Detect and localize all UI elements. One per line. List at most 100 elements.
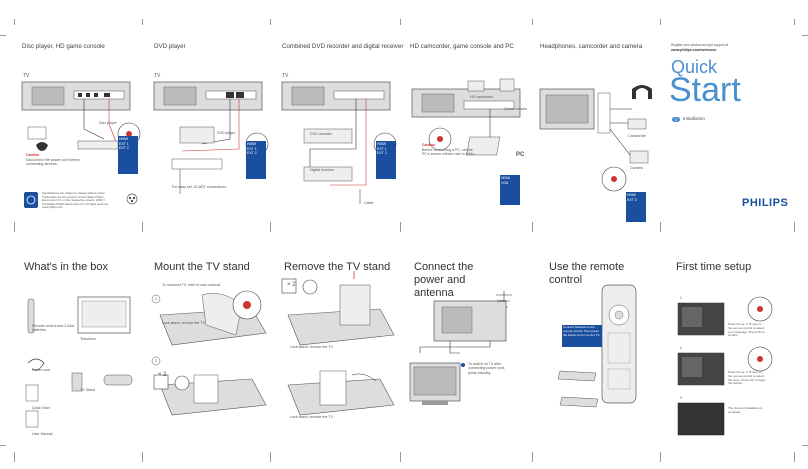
tv-label: TV: [154, 73, 161, 79]
quick-start-cover: Register your product and get support at…: [660, 35, 796, 225]
start-heading: Start: [669, 71, 741, 109]
caution-title: Caution: [26, 153, 40, 157]
power-antenna-illustration: [409, 291, 512, 405]
panel-title: Combined DVD recorder and digital receiv…: [282, 43, 404, 50]
remove-step-illustration: [281, 271, 395, 416]
crop-mark: [142, 222, 143, 232]
setup-screens: [677, 296, 773, 436]
panel-connect-power: Connect the power and antenna Cable To s…: [400, 255, 532, 445]
panel-remote: Use the remote control Connect batteries…: [532, 255, 660, 445]
register-url: www.philips.com/welcome: [671, 48, 717, 52]
mount-step-illustration: [151, 290, 267, 416]
power-cord-label: Power cord: [32, 368, 51, 372]
power-note: To switch on TV after connecting power c…: [468, 362, 506, 375]
caution-title: Caution: [422, 143, 436, 147]
tv-back-illustration: [281, 81, 397, 204]
crop-mark: [660, 222, 661, 232]
tv-back-illustration: [411, 78, 521, 156]
tv-label: TV: [23, 73, 30, 79]
philips-logo-icon: [24, 192, 38, 208]
quick-start-label: Quick Start: [32, 406, 50, 410]
mount-note: To unmount TV, refer to user manual.: [162, 283, 222, 287]
game-console-label: Game console: [504, 107, 528, 111]
crop-mark: [794, 222, 795, 232]
panel-title: DVD player: [154, 43, 186, 50]
crop-mark: [400, 222, 401, 232]
tv-label: TV: [282, 73, 289, 79]
setup-step-3: 3: [680, 396, 682, 400]
disc-player-label: Disc player: [99, 121, 117, 125]
crop-mark: [802, 445, 808, 446]
dvd-player-label: DVD player: [217, 131, 236, 135]
crop-mark: [14, 19, 15, 25]
connection-badge: HDMI EXT 1 EXT 2: [118, 136, 138, 174]
crop-mark: [142, 452, 143, 462]
pc-label: PC: [516, 152, 525, 158]
setup-step-2: 2: [680, 346, 682, 350]
step-2: 2: [155, 359, 157, 363]
connection-badge: HDMI EXT 1 EXT 2: [376, 141, 396, 179]
panel-mount-stand: Mount the TV stand To unmount TV, refer …: [142, 255, 270, 445]
panel-first-setup: First time setup 1 Press the ▲ or ▼ key …: [660, 255, 796, 445]
crop-mark: [142, 19, 143, 25]
connection-badge: HDMI EXT 3: [626, 192, 646, 222]
user-manual-label: User Manual: [32, 432, 53, 436]
legal-text: Specifications are subject to change wit…: [42, 191, 109, 209]
crop-mark: [532, 452, 533, 462]
crop-mark: [532, 19, 533, 25]
panel-title: Mount the TV stand: [154, 261, 250, 273]
panel-title: Remove the TV stand: [284, 261, 391, 273]
remove-note-2: Lock stand; remove the TV.: [290, 415, 334, 419]
remove-note: Lock stand; remove the TV.: [290, 345, 334, 349]
setup-text-1: Press the ▲ or ▼ key on the remote contr…: [728, 322, 765, 338]
crop-mark: [660, 452, 661, 462]
cable-label: Cable: [497, 299, 507, 303]
times-two: × 2: [158, 372, 167, 378]
connection-badge: HDMI EXT 1 EXT 2: [246, 141, 266, 179]
tv-side-illustration: [539, 85, 652, 192]
panel-title: Headphones, camcorder and camera: [540, 43, 643, 50]
crop-mark: [270, 222, 271, 232]
panel-remove-stand: Remove the TV stand × 2 Lock stand; remo…: [270, 255, 400, 445]
crop-mark: [270, 452, 271, 462]
camera-label: Camera: [630, 166, 643, 170]
panel-disc-player: Disc player, HD game console TV Disc pla…: [14, 35, 142, 225]
panel-dvd-player: DVD player TV DVD player HDMI EXT 1 EXT …: [142, 35, 270, 225]
panel-headphones: Headphones, camcorder and camera Camcord…: [532, 35, 660, 225]
tv-back-illustration: [153, 81, 269, 194]
panel-title: Use the remote control: [549, 261, 625, 286]
hd-camcorder-label: HD camcorder: [470, 95, 494, 99]
crop-mark: [794, 19, 795, 25]
tv-label: Television: [80, 337, 96, 341]
setup-text-2: Press the ▲ or ▼ key on the remote contr…: [728, 370, 766, 386]
crop-mark: [270, 19, 271, 25]
step-number-badge: 1: [672, 117, 680, 122]
remote-info-box: Connect batteries to the remote control.…: [562, 325, 602, 347]
panel-title: Disc player, HD game console: [22, 43, 105, 50]
crop-mark: [14, 452, 15, 462]
crop-mark: [0, 445, 6, 446]
crop-mark: [660, 19, 661, 25]
remote-illustration: [557, 284, 637, 408]
scart-note: For easy set, SCART connections.: [172, 185, 227, 189]
philips-brand: PHILIPS: [742, 197, 789, 209]
installation-label: Installation: [683, 116, 705, 121]
connection-badge: HDMI VGA: [500, 175, 520, 205]
caution-text: Before connecting a PC, set the PC's scr…: [422, 148, 476, 157]
panel-hd-camcorder: HD camcorder, game console and PC HD cam…: [400, 35, 532, 225]
crop-mark: [400, 19, 401, 25]
tv-stand-label: TV Stand: [80, 388, 95, 392]
register-text: Register your product and get support at: [671, 43, 729, 47]
times-two: × 2: [287, 282, 296, 288]
recycle-icon: [126, 193, 138, 205]
caution-text: Disconnect the power cord before connect…: [26, 158, 80, 167]
crop-mark: [532, 222, 533, 232]
panel-title: Connect the power and antenna: [414, 261, 474, 299]
panel-title: HD camcorder, game console and PC: [410, 43, 514, 50]
crop-mark: [400, 452, 401, 462]
tv-back-illustration: [21, 81, 141, 151]
setup-step-1: 1: [680, 296, 682, 300]
dvd-recorder-label: DVD recorder: [310, 132, 332, 136]
remote-label: Remote control and 2 AAA batteries: [32, 324, 75, 333]
cable-label: Cable: [364, 201, 374, 205]
